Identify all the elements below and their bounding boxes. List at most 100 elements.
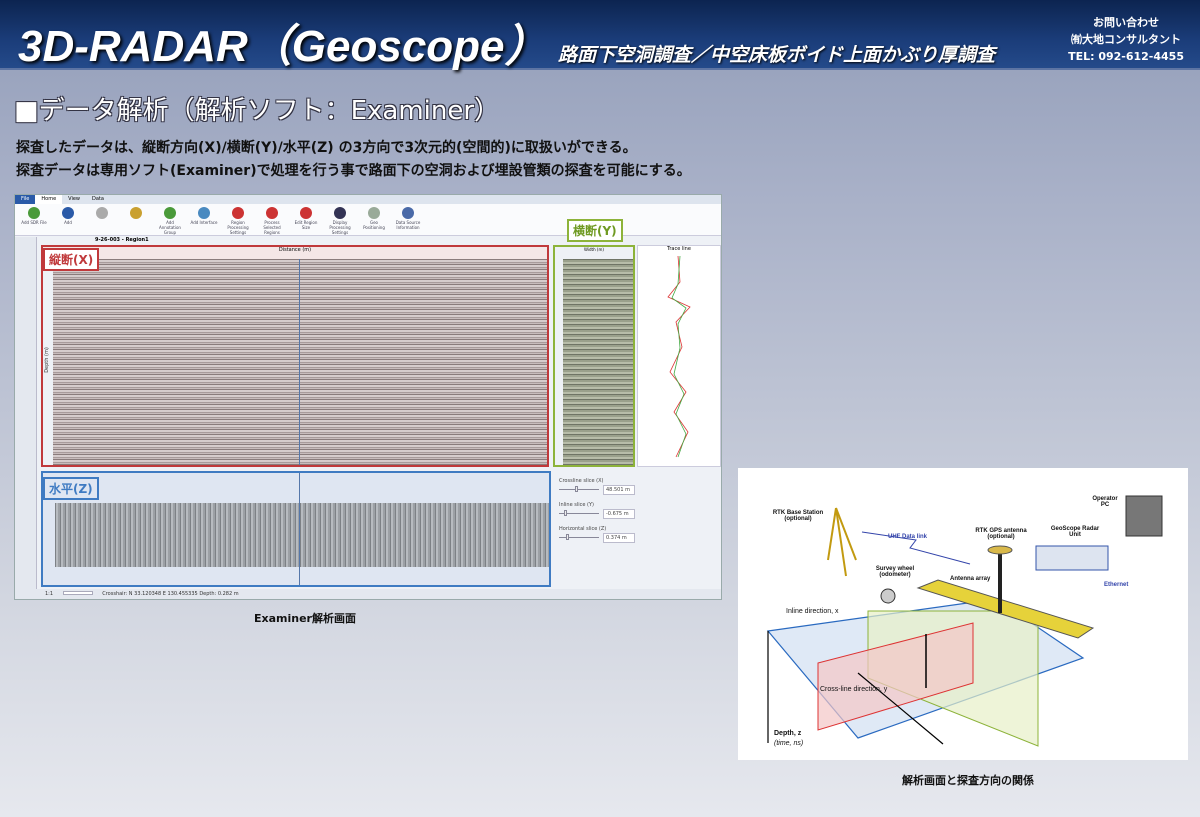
description: 探査したデータは、縦断方向(X)/横断(Y)/水平(Z) の3方向で3次元的(空… xyxy=(16,137,691,183)
label-y: 横断(Y) xyxy=(567,219,623,242)
slice-value[interactable]: -0.675 m xyxy=(603,509,635,519)
slice-value[interactable]: 0.374 m xyxy=(603,533,635,543)
slice-label: Crossline slice (X) xyxy=(559,478,604,484)
tripod xyxy=(827,507,857,577)
inline-panel-x: Distance (m) Depth (m) xyxy=(41,245,549,467)
ribbon-label: Data Source Information xyxy=(395,220,421,230)
radargram-x[interactable] xyxy=(53,259,547,465)
distance-axis-label: Distance (m) xyxy=(278,247,312,253)
trace-red xyxy=(667,255,691,458)
ribbon-button[interactable] xyxy=(87,206,117,233)
distance-axis: Distance (m) xyxy=(43,247,547,259)
ribbon-icon xyxy=(96,207,108,219)
ribbon-button[interactable]: Add Interface xyxy=(189,206,219,233)
slider-thumb[interactable] xyxy=(575,486,579,492)
menu-file[interactable]: File xyxy=(15,195,36,204)
ribbon-button[interactable]: Display Processing Settings xyxy=(325,206,355,235)
radargram-y[interactable] xyxy=(563,259,633,465)
ribbon-label: Add SDR File xyxy=(21,220,47,225)
menu-data[interactable]: Data xyxy=(92,196,104,202)
slice-slider[interactable] xyxy=(559,534,599,540)
ribbon-label: Edit Region Size xyxy=(294,220,318,230)
slice-slider[interactable] xyxy=(559,486,599,492)
survey-wheel xyxy=(880,588,896,604)
ribbon-button[interactable]: Add SDR File xyxy=(19,206,49,233)
ribbon-button[interactable]: Edit Region Size xyxy=(291,206,321,233)
ribbon-label: Region Processing Settings xyxy=(227,220,249,235)
slice-x: Crossline slice (X)48.501 m xyxy=(559,477,635,495)
section-title: ■データ解析（解析ソフト：Examiner） xyxy=(14,96,501,126)
zoom-slider[interactable] xyxy=(62,591,93,595)
label-depth-unit: (time, ns) xyxy=(774,740,804,747)
crossline-panel-y: Width (m) xyxy=(553,245,635,467)
trace-line-panel: Trace line xyxy=(637,245,721,467)
label-x: 縦断(X) xyxy=(43,248,100,271)
brand-title: 3D-RADAR（Geoscope） xyxy=(18,22,549,71)
ribbon-label: Process Selected Regions xyxy=(263,220,281,235)
doc-tab[interactable]: 9-26-003 - Region1 xyxy=(95,237,149,243)
label-survey-wheel: Survey wheel (odometer) xyxy=(875,566,915,578)
ribbon-icon xyxy=(164,207,176,219)
contact-tel: TEL: 092-612-4455 xyxy=(1068,50,1184,63)
ribbon-button[interactable]: Geo Positioning xyxy=(359,206,389,233)
slider-thumb[interactable] xyxy=(566,534,570,540)
slice-label: Horizontal slice (Z) xyxy=(559,526,607,532)
ribbon-button[interactable] xyxy=(121,206,151,233)
ribbon-button[interactable]: Data Source Information xyxy=(393,206,423,233)
uhf-link xyxy=(861,531,971,565)
survey-diagram: RTK Base Station (optional) UHF Data lin… xyxy=(738,468,1188,760)
horizontal-panel-z xyxy=(41,471,551,587)
caption-diagram: 解析画面と探査方向の関係 xyxy=(902,774,1034,787)
ribbon-icon xyxy=(62,207,74,219)
caption-examiner: Examiner解析画面 xyxy=(254,612,356,625)
label-gps: RTK GPS antenna (optional) xyxy=(975,528,1027,540)
label-crossline: Cross-line direction, y xyxy=(820,686,888,693)
ribbon-icon xyxy=(198,207,210,219)
ribbon-icon xyxy=(130,207,142,219)
survey-diagram-graphic xyxy=(766,495,1163,747)
label-uhf: UHF Data link xyxy=(888,534,928,540)
contact-info: お問い合わせ ㈲大地コンサルタント TEL: 092-612-4455 xyxy=(1068,14,1184,65)
label-depth: Depth, z xyxy=(774,730,802,737)
slider-thumb[interactable] xyxy=(564,510,568,516)
operator-pc xyxy=(1125,495,1163,537)
ribbon-icon xyxy=(334,207,346,219)
slice-controls: Crossline slice (X)48.501 m Inline slice… xyxy=(559,477,635,549)
slice-slider[interactable] xyxy=(559,510,599,516)
ribbon-label: Add Annotation Group xyxy=(159,220,181,235)
antenna-array xyxy=(916,579,1095,639)
slice-value[interactable]: 48.501 m xyxy=(603,485,635,495)
crossline-arrow xyxy=(857,672,944,745)
label-radar-unit: GeoScope Radar Unit xyxy=(1050,526,1100,538)
menu-bar: File Home View Data xyxy=(15,195,721,204)
ribbon-button[interactable]: Process Selected Regions xyxy=(257,206,287,235)
crosshair-line xyxy=(299,473,300,585)
crosshair-readout: Crosshair: N 33.120348 E 130.455335 Dept… xyxy=(102,591,239,597)
width-axis-label: Width (m) xyxy=(584,247,604,252)
trace-green xyxy=(671,255,687,458)
header-banner: 3D-RADAR（Geoscope） 路面下空洞調査／中空床板ボイド上面かぶり厚… xyxy=(0,0,1200,71)
ribbon-button[interactable]: Add xyxy=(53,206,83,233)
ribbon-button[interactable]: Region Processing Settings xyxy=(223,206,253,235)
radar-unit xyxy=(1035,545,1109,571)
depth-axis-label: Depth (m) xyxy=(43,347,50,373)
radargram-z[interactable] xyxy=(55,503,549,567)
label-operator-pc: Operator PC xyxy=(1092,496,1118,508)
ribbon-icon xyxy=(28,207,40,219)
left-toolbar xyxy=(15,237,37,589)
ribbon-icon xyxy=(232,207,244,219)
label-rtk-base: RTK Base Station (optional) xyxy=(772,510,824,522)
ribbon-button[interactable]: Add Annotation Group xyxy=(155,206,185,235)
label-ethernet: Ethernet xyxy=(1104,582,1129,588)
status-bar: 1:1 Crosshair: N 33.120348 E 130.455335 … xyxy=(15,589,721,599)
label-antenna-array: Antenna array xyxy=(950,576,991,582)
inline-plane xyxy=(817,622,974,731)
slice-z: Horizontal slice (Z)0.374 m xyxy=(559,525,635,543)
ribbon-icon xyxy=(402,207,414,219)
header-subtitle: 路面下空洞調査／中空床板ボイド上面かぶり厚調査 xyxy=(558,44,996,66)
trace-line-plot xyxy=(667,255,691,458)
menu-home[interactable]: Home xyxy=(35,195,63,204)
ribbon-icon xyxy=(368,207,380,219)
menu-view[interactable]: View xyxy=(68,196,81,202)
